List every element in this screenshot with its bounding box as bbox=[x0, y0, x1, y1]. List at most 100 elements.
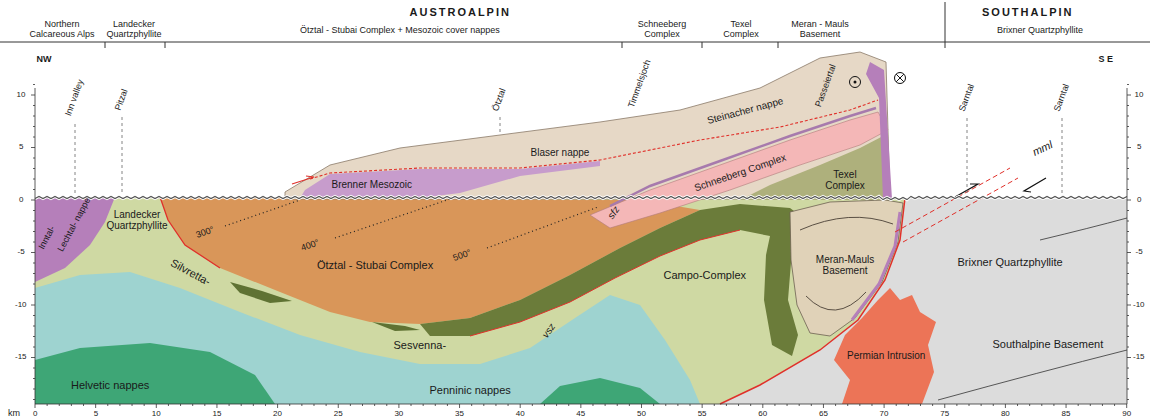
axis-tick bbox=[168, 404, 169, 406]
column-header: Northern Calcareous Alps bbox=[26, 20, 98, 40]
axis-tick bbox=[677, 404, 678, 406]
inntal-unit bbox=[35, 197, 115, 282]
axis-tick bbox=[568, 404, 569, 406]
axis-number: -15 bbox=[15, 353, 27, 362]
header-line bbox=[0, 42, 1150, 43]
axis-tick bbox=[216, 404, 217, 408]
axis-tick bbox=[459, 404, 460, 408]
axis-frame bbox=[31, 85, 1131, 409]
shear-zone-label: mml bbox=[1030, 138, 1054, 158]
axis-tick bbox=[762, 404, 763, 408]
axis-tick bbox=[350, 404, 351, 406]
column-header: Ötztal - Stubai Complex + Mesozoic cover… bbox=[300, 26, 500, 36]
axis-tick bbox=[556, 404, 557, 406]
fold-symbol bbox=[850, 77, 861, 88]
axis-tick bbox=[33, 368, 1129, 369]
isotherm-line bbox=[335, 199, 450, 238]
axis-tick bbox=[884, 404, 885, 408]
axis-tick bbox=[435, 404, 436, 406]
unit-label: Inntal- bbox=[37, 225, 57, 252]
unit-label: Meran-Mauls Basement bbox=[811, 254, 879, 276]
axis-tick bbox=[859, 404, 860, 406]
unit-label: Texel Complex bbox=[822, 169, 868, 191]
mml-arrow bbox=[1024, 178, 1046, 192]
axis-tick bbox=[31, 357, 1131, 358]
region-header: SOUTHALPIN bbox=[982, 6, 1074, 18]
axis-tick bbox=[277, 404, 278, 408]
basement-line bbox=[1040, 218, 1127, 240]
axis-tick bbox=[386, 404, 387, 406]
unit-label: Brixner Quartzphyllite bbox=[958, 256, 1063, 268]
axis-number: 60 bbox=[758, 410, 767, 419]
column-header: Brixner Quartzphyllite bbox=[997, 26, 1083, 36]
helvetic-dome bbox=[540, 378, 660, 404]
axis-number: 20 bbox=[273, 410, 282, 419]
upper-nappe-unit bbox=[285, 52, 890, 199]
fold-trace bbox=[806, 292, 866, 310]
axis-tick bbox=[35, 404, 36, 408]
axis-line bbox=[35, 88, 1127, 404]
axis-tick bbox=[799, 404, 800, 406]
axis-tick bbox=[423, 404, 424, 406]
fold-trace bbox=[800, 217, 893, 230]
axis-tick bbox=[33, 126, 1129, 127]
axis-tick bbox=[471, 404, 472, 406]
unit-label: Southalpine Basement bbox=[993, 338, 1104, 350]
axis-tick bbox=[411, 404, 412, 406]
axis-tick bbox=[520, 404, 521, 408]
fold-hinge bbox=[866, 62, 892, 199]
axis-tick bbox=[71, 404, 72, 406]
mml-line bbox=[903, 178, 1018, 242]
header-tick bbox=[105, 42, 778, 48]
axis-number: 80 bbox=[1001, 410, 1010, 419]
axis-tick bbox=[362, 404, 363, 406]
isotherm-label: 300° bbox=[194, 225, 215, 241]
axis-tick bbox=[33, 399, 1129, 400]
helvetic-unit bbox=[35, 343, 275, 404]
axis-tick bbox=[774, 404, 775, 406]
axis-tick bbox=[932, 404, 933, 406]
axis-tick bbox=[33, 347, 1129, 348]
axis-tick bbox=[33, 210, 1129, 211]
axis-number: 10 bbox=[1135, 91, 1144, 100]
axis-tick bbox=[750, 404, 751, 406]
axis-tick bbox=[338, 404, 339, 408]
axis-tick bbox=[483, 404, 484, 406]
axis-tick bbox=[95, 404, 96, 408]
axis-number: 55 bbox=[698, 410, 707, 419]
axis-tick bbox=[847, 404, 848, 406]
axis-number: 65 bbox=[819, 410, 828, 419]
axis-tick bbox=[192, 404, 193, 406]
unit-label: Lechtal- nappe bbox=[56, 196, 93, 253]
region-header: AUSTROALPIN bbox=[410, 6, 511, 18]
unit-label: Silvretta- bbox=[168, 257, 212, 288]
axis-number: 5 bbox=[1137, 143, 1141, 152]
axis-number: 5 bbox=[19, 143, 23, 152]
axis-number: 70 bbox=[880, 410, 889, 419]
axis-tick bbox=[823, 404, 824, 408]
axis-number: 35 bbox=[455, 410, 464, 419]
axis-tick bbox=[1041, 404, 1042, 406]
brenner-unit bbox=[300, 161, 600, 198]
axis-tick bbox=[33, 326, 1129, 327]
axis-tick bbox=[1017, 404, 1018, 406]
axis-tick bbox=[1102, 404, 1103, 406]
axis-tick bbox=[119, 404, 120, 406]
axis-number: -5 bbox=[1136, 248, 1143, 257]
axis-tick bbox=[629, 404, 630, 406]
axis-tick bbox=[835, 404, 836, 406]
axis-tick bbox=[896, 404, 897, 406]
shear-zone-label: vsz bbox=[539, 321, 557, 340]
surface-halo bbox=[35, 196, 1127, 199]
axis-tick bbox=[241, 404, 242, 406]
axis-number: 40 bbox=[516, 410, 525, 419]
column-header: Schneeberg Complex bbox=[634, 20, 690, 40]
thrust-line bbox=[160, 197, 220, 268]
axis-tick bbox=[592, 404, 593, 406]
fault-line bbox=[720, 198, 905, 404]
isotherm-line bbox=[225, 200, 300, 226]
unit-label: Steinacher nappe bbox=[706, 95, 785, 126]
axis-tick bbox=[33, 389, 1129, 390]
